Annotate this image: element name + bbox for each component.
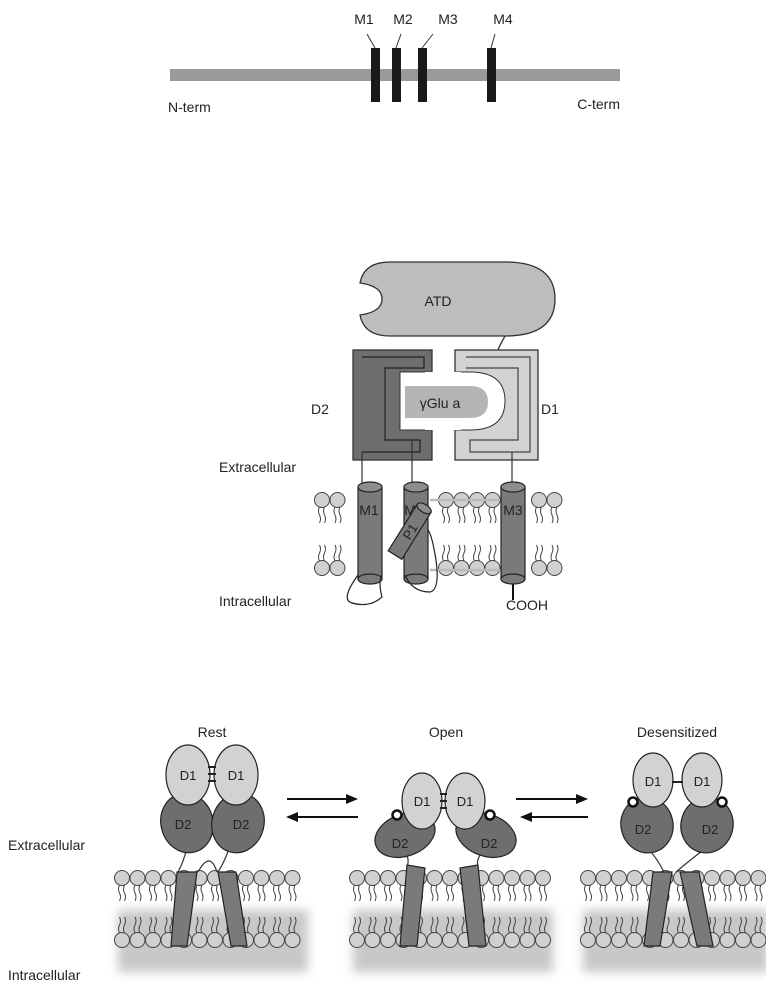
segment-m2: M2 (392, 11, 413, 102)
transition-arrows-open-desensitized (516, 794, 588, 822)
lipid (365, 871, 380, 902)
lipid (470, 493, 485, 524)
lipid (751, 871, 766, 902)
lipid (489, 871, 504, 902)
lipid (427, 871, 442, 902)
des-d1-right: D1 (694, 774, 711, 789)
des-d2-right: D2 (702, 822, 719, 837)
lipid (627, 871, 642, 902)
intracellular-label-states: Intracellular (8, 967, 81, 983)
lipid (454, 493, 469, 524)
segment-label-m1: M1 (354, 11, 374, 27)
lipid (130, 871, 145, 902)
segment-label-m2: M2 (393, 11, 413, 27)
lipid (547, 493, 562, 524)
lipid (115, 871, 130, 902)
transition-arrows-rest-open (286, 794, 358, 822)
helix-m3: M3 (501, 482, 525, 584)
lipid (161, 871, 176, 902)
agonist-marker (486, 811, 495, 820)
lipid (254, 871, 269, 902)
lipid (315, 493, 330, 524)
receptor-structure-panel: ATD γGlu a D2 D1 Extracellular (219, 262, 562, 613)
n-term-label: N-term (168, 99, 211, 115)
segment-m1: M1 (354, 11, 380, 102)
lipid (330, 493, 345, 524)
state-label-open: Open (429, 724, 463, 740)
lipid (532, 545, 547, 576)
segment-label-m4: M4 (493, 11, 513, 27)
extracellular-label-structure: Extracellular (219, 459, 296, 475)
lipid (547, 545, 562, 576)
state-label-desensitized: Desensitized (637, 724, 717, 740)
lipid (736, 871, 751, 902)
lipid (581, 871, 596, 902)
extracellular-label-states: Extracellular (8, 837, 85, 853)
lipid (146, 871, 161, 902)
lipid (705, 871, 720, 902)
lipid (270, 871, 285, 902)
lipid (520, 871, 535, 902)
m1-label: M1 (359, 502, 379, 518)
lipid (315, 545, 330, 576)
state-label-rest: Rest (198, 724, 227, 740)
topology-panel: M1 M2 M3 M4 N-term C-term (168, 11, 620, 115)
agonist-marker (718, 798, 727, 807)
d2-label: D2 (311, 401, 329, 417)
helix-m1: M1 (358, 482, 382, 584)
open-d1-right: D1 (457, 794, 474, 809)
rest-d2-right: D2 (233, 817, 250, 832)
lipid (720, 871, 735, 902)
m3-label: M3 (503, 502, 523, 518)
d1-label: D1 (541, 401, 559, 417)
des-d1-left: D1 (645, 774, 662, 789)
lipid (485, 493, 500, 524)
segment-m3: M3 (418, 11, 458, 102)
open-d2-right: D2 (481, 836, 498, 851)
ligand-label: γGlu a (420, 395, 461, 411)
atd-domain (360, 262, 555, 336)
agonist-marker (629, 798, 638, 807)
open-d1-left: D1 (414, 794, 431, 809)
gating-states-panel: Extracellular Intracellular Rest D2 D2 D… (8, 724, 766, 983)
lipid (330, 545, 345, 576)
lipid (532, 493, 547, 524)
atd-label: ATD (425, 293, 452, 309)
lipid (439, 493, 454, 524)
lipid (505, 871, 520, 902)
lipid (612, 871, 627, 902)
lipid (381, 871, 396, 902)
lipid (596, 871, 611, 902)
lipid (285, 871, 300, 902)
lipid (443, 871, 458, 902)
rest-d1-left: D1 (180, 768, 197, 783)
lipid (536, 871, 551, 902)
rest-d1-right: D1 (228, 768, 245, 783)
rest-d2-left: D2 (175, 817, 192, 832)
intracellular-label-structure: Intracellular (219, 593, 292, 609)
segment-label-m3: M3 (438, 11, 458, 27)
lipid (239, 871, 254, 902)
cooh-label: COOH (506, 597, 548, 613)
lipid (350, 871, 365, 902)
open-d2-left: D2 (392, 836, 409, 851)
segment-m4: M4 (487, 11, 513, 102)
c-term-label: C-term (577, 96, 620, 112)
des-d2-left: D2 (635, 822, 652, 837)
agonist-marker (393, 811, 402, 820)
